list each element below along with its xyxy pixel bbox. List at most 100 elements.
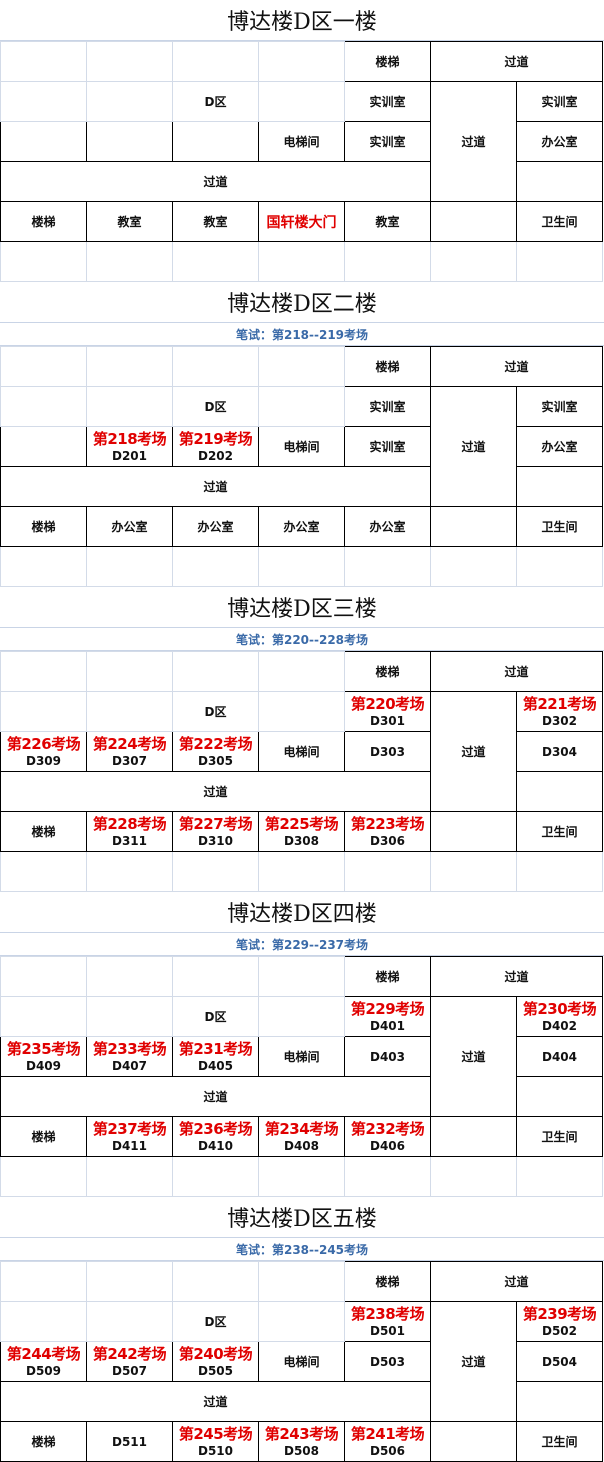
room-d503: D503 [344, 1341, 431, 1382]
corridor-cell: 过道 [430, 691, 517, 812]
stairs-cell: 楼梯 [344, 651, 431, 692]
office-room: 办公室 [258, 506, 345, 547]
zone-label: D区 [172, 386, 259, 427]
corridor-cell: 过道 [0, 466, 431, 507]
floor1-plan: 楼梯 过道 D区 实训室 过道 实训室 电梯间 实训室 办公室 过道 楼梯 教室… [0, 41, 603, 282]
floor4-exam-range: 笔试：第229--237考场 [0, 933, 604, 956]
room-d303: D303 [344, 731, 431, 772]
corridor-cell: 过道 [430, 81, 517, 202]
corridor-cell: 过道 [430, 41, 603, 82]
restroom: 卫生间 [516, 201, 603, 242]
restroom: 卫生间 [516, 1116, 603, 1157]
corridor-cell: 过道 [0, 1076, 431, 1117]
stairs-cell: 楼梯 [344, 346, 431, 387]
zone-label: D区 [172, 81, 259, 122]
zone-label: D区 [172, 1301, 259, 1342]
room-d304: D304 [516, 731, 603, 772]
elevator-room: 电梯间 [258, 1036, 345, 1077]
stairs-cell: 楼梯 [0, 1421, 87, 1462]
training-room: 实训室 [344, 81, 431, 122]
classroom: 教室 [86, 201, 173, 242]
elevator-room: 电梯间 [258, 121, 345, 162]
training-room: 实训室 [344, 121, 431, 162]
office-room: 办公室 [86, 506, 173, 547]
restroom: 卫生间 [516, 811, 603, 852]
main-gate-label: 国轩楼大门 [258, 201, 345, 242]
floor3-exam-range: 笔试：第220--228考场 [0, 628, 604, 651]
stairs-cell: 楼梯 [344, 1261, 431, 1302]
stairs-cell: 楼梯 [0, 811, 87, 852]
training-room: 实训室 [516, 81, 603, 122]
floor2-title: 博达楼D区二楼 [0, 282, 604, 323]
training-room: 实训室 [344, 386, 431, 427]
floor5-title: 博达楼D区五楼 [0, 1197, 604, 1238]
corridor-cell: 过道 [430, 996, 517, 1117]
floor4-title: 博达楼D区四楼 [0, 892, 604, 933]
corridor-cell: 过道 [430, 1261, 603, 1302]
restroom: 卫生间 [516, 1421, 603, 1462]
stairs-cell: 楼梯 [0, 201, 87, 242]
zone-label: D区 [172, 996, 259, 1037]
office-room: 办公室 [172, 506, 259, 547]
corridor-cell: 过道 [430, 386, 517, 507]
room-d504: D504 [516, 1341, 603, 1382]
zone-label: D区 [172, 691, 259, 732]
floor3-title: 博达楼D区三楼 [0, 587, 604, 628]
restroom: 卫生间 [516, 506, 603, 547]
elevator-room: 电梯间 [258, 426, 345, 467]
corridor-cell: 过道 [430, 346, 603, 387]
room-d403: D403 [344, 1036, 431, 1077]
training-room: 实训室 [344, 426, 431, 467]
floor5-exam-range: 笔试：第238--245考场 [0, 1238, 604, 1261]
stairs-cell: 楼梯 [344, 956, 431, 997]
training-room: 实训室 [516, 386, 603, 427]
corridor-cell: 过道 [430, 956, 603, 997]
corridor-cell: 过道 [0, 1381, 431, 1422]
floor2-exam-range: 笔试：第218--219考场 [0, 323, 604, 346]
stairs-cell: 楼梯 [0, 506, 87, 547]
elevator-room: 电梯间 [258, 731, 345, 772]
room-d511: D511 [86, 1421, 173, 1462]
floor1-title: 博达楼D区一楼 [0, 0, 604, 41]
stairs-cell: 楼梯 [0, 1116, 87, 1157]
room-d404: D404 [516, 1036, 603, 1077]
office-room: 办公室 [516, 426, 603, 467]
office-room: 办公室 [344, 506, 431, 547]
stairs-cell: 楼梯 [344, 41, 431, 82]
corridor-cell: 过道 [430, 651, 603, 692]
corridor-cell: 过道 [0, 771, 431, 812]
corridor-cell: 过道 [0, 161, 431, 202]
